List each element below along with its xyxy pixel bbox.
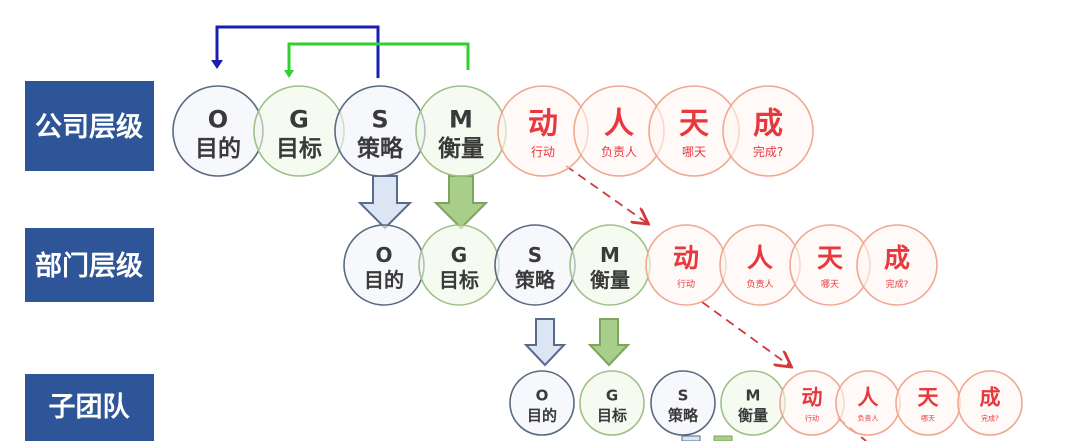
circle-letter: M bbox=[746, 386, 761, 404]
circle-word: 目标 bbox=[439, 268, 479, 292]
circle-letter: G bbox=[606, 386, 618, 404]
circle-letter: G bbox=[451, 243, 467, 267]
circle-letter: M bbox=[600, 243, 620, 267]
down-arrow-icon bbox=[681, 435, 701, 441]
strategy-to-purpose-connector bbox=[215, 25, 380, 78]
circle-word: 目标 bbox=[276, 136, 322, 162]
circle-word: 策略 bbox=[357, 135, 404, 162]
action-cascade-arrow bbox=[701, 301, 790, 366]
circle-word: 负责人 bbox=[746, 278, 773, 290]
ogsm-circle-2: S 策略 bbox=[650, 370, 716, 436]
level-department: 部门层级 bbox=[25, 228, 154, 302]
ogsm-circle-1: G 目标 bbox=[579, 370, 645, 436]
circle-letter: O bbox=[375, 243, 392, 267]
down-arrow-icon bbox=[713, 435, 733, 441]
ogsm-circle-3: M 衡量 bbox=[720, 370, 786, 436]
circle-shape bbox=[722, 85, 814, 177]
circle-letter: G bbox=[289, 105, 309, 133]
ogsm-circle-1: G目标 bbox=[418, 224, 500, 306]
circle-word: 目的 bbox=[195, 135, 241, 162]
circle-letter: 动 bbox=[673, 244, 699, 274]
action-circle-7: 成完成? bbox=[957, 370, 1023, 436]
circle-word: 负责人 bbox=[858, 414, 879, 423]
ogsm-circle-3: M衡量 bbox=[569, 224, 651, 306]
circle-letter: S bbox=[678, 386, 689, 404]
circle-word: 负责人 bbox=[601, 145, 637, 159]
circle-letter: 动 bbox=[802, 386, 823, 410]
action-cascade-arrow bbox=[565, 165, 647, 223]
circle-letter: O bbox=[536, 386, 549, 404]
level-subteam: 子团队 bbox=[25, 374, 154, 441]
circle-word: 行动 bbox=[677, 278, 695, 290]
circle-letter: 人 bbox=[858, 386, 879, 410]
circle-word: 哪天 bbox=[821, 279, 839, 290]
circle-letter: 天 bbox=[918, 386, 940, 410]
circle-shape bbox=[957, 370, 1023, 436]
circle-word: 目的 bbox=[527, 407, 557, 425]
ogsm-circle-2: S策略 bbox=[494, 224, 576, 306]
action-circle-4: 动行动 bbox=[779, 370, 845, 436]
circle-letter: 天 bbox=[679, 106, 709, 141]
level-label: 子团队 bbox=[49, 392, 131, 423]
circle-word: 衡量 bbox=[590, 268, 630, 292]
circle-letter: S bbox=[371, 105, 388, 133]
circle-word: 策略 bbox=[515, 268, 556, 292]
action-circle-6: 天哪天 bbox=[895, 370, 961, 436]
circle-word: 哪天 bbox=[921, 414, 935, 423]
down-arrow-icon bbox=[433, 175, 489, 230]
level-label: 公司层级 bbox=[35, 111, 143, 143]
circle-letter: 成 bbox=[980, 386, 1001, 410]
circle-word: 策略 bbox=[667, 407, 699, 425]
circle-letter: 成 bbox=[753, 106, 783, 141]
ogsm-circle-0: O 目的 bbox=[509, 370, 575, 436]
circle-shape bbox=[509, 370, 575, 436]
level-company: 公司层级 bbox=[25, 81, 154, 171]
circle-word: 行动 bbox=[805, 414, 819, 423]
arrowhead-icon bbox=[211, 60, 223, 69]
circle-shape bbox=[856, 224, 938, 306]
circle-letter: 人 bbox=[604, 106, 634, 141]
circle-word: 完成? bbox=[753, 144, 783, 159]
circle-word: 衡量 bbox=[438, 135, 484, 162]
circle-letter: 成 bbox=[884, 244, 910, 274]
circle-letter: M bbox=[449, 105, 473, 133]
circle-word: 哪天 bbox=[682, 145, 706, 159]
circle-word: 行动 bbox=[531, 145, 555, 159]
circle-letter: 人 bbox=[747, 244, 773, 274]
circle-letter: O bbox=[208, 105, 228, 133]
ogsm-circle-1: G 目标 bbox=[253, 85, 345, 177]
circle-letter: 天 bbox=[817, 244, 843, 274]
level-label: 部门层级 bbox=[35, 250, 143, 282]
action-circle-7: 成完成? bbox=[856, 224, 938, 306]
arrowhead-icon bbox=[284, 70, 294, 78]
down-arrow-icon bbox=[523, 318, 567, 367]
circle-letter: S bbox=[528, 243, 542, 267]
circle-shape bbox=[650, 370, 716, 436]
circle-shape bbox=[579, 370, 645, 436]
action-circle-6: 天哪天 bbox=[648, 85, 740, 177]
action-circle-4: 动行动 bbox=[645, 224, 727, 306]
down-arrow-icon bbox=[357, 175, 413, 230]
circle-word: 目的 bbox=[364, 268, 404, 292]
ogsm-circle-0: O目的 bbox=[172, 85, 264, 177]
circle-word: 衡量 bbox=[738, 407, 768, 425]
down-arrow-icon bbox=[587, 318, 631, 367]
circle-word: 完成? bbox=[981, 414, 999, 423]
measure-to-goal-connector bbox=[287, 42, 470, 72]
circle-word: 完成? bbox=[886, 278, 909, 290]
ogsm-circle-2: S策略 bbox=[334, 85, 426, 177]
circle-word: 目标 bbox=[597, 407, 627, 425]
circle-letter: 动 bbox=[528, 106, 558, 141]
action-circle-7: 成完成? bbox=[722, 85, 814, 177]
ogsm-circle-3: M衡量 bbox=[415, 85, 507, 177]
ogsm-circle-0: O目的 bbox=[343, 224, 425, 306]
